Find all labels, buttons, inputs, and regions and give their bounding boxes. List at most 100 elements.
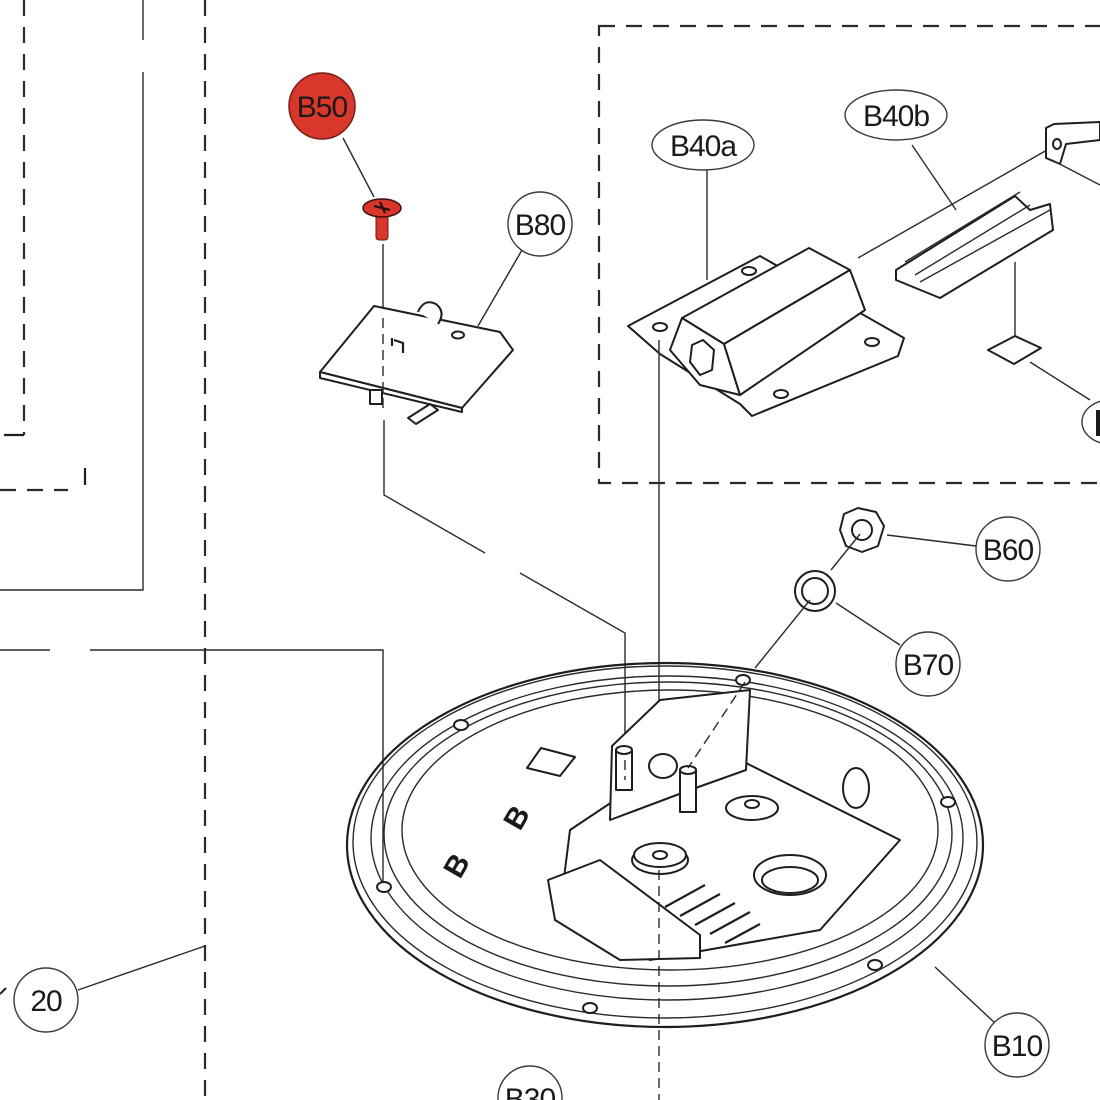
bracket-body (1045, 121, 1100, 165)
rail-groove-3 (919, 209, 1051, 283)
callout-b80-label: B80 (515, 209, 566, 242)
left-frame-group (0, 0, 384, 1100)
base-outer-rim (345, 661, 985, 1029)
callout-b40a[interactable]: B40a (651, 119, 755, 171)
bracket-edge (1051, 159, 1100, 186)
callout-b80[interactable]: B80 (507, 191, 573, 257)
plate-to-base-leader (383, 420, 486, 554)
latch-flange-hole-3 (864, 337, 880, 347)
rail-pad (987, 335, 1042, 365)
rail-groove-1 (904, 191, 1021, 263)
b70-leader (835, 602, 901, 646)
plate-lever (407, 403, 439, 425)
circuit-plate-part[interactable] (319, 301, 514, 425)
washer-part[interactable] (794, 570, 836, 612)
callout-b40a-label: B40a (670, 130, 737, 163)
latch-parts-dashed-box (597, 24, 1100, 485)
latch-hex-socket (689, 339, 715, 376)
vent-slot-3 (694, 902, 736, 926)
base-large-hole-inner (761, 866, 819, 894)
base-wall-block (609, 689, 751, 821)
post-left (615, 749, 633, 791)
post-right-top (679, 765, 697, 775)
callout-b80-bubble (507, 191, 573, 257)
vent-slot-2 (679, 893, 721, 917)
callout-b40b-bubble (844, 89, 948, 141)
callout-b70-label: B70 (903, 649, 954, 682)
leader-to-base-2 (90, 649, 384, 888)
latch-flange-hole-1 (652, 322, 668, 332)
bracket-hole (1052, 138, 1062, 150)
callout-b40b[interactable]: B40b (844, 89, 948, 141)
b40b-leader (911, 144, 957, 211)
callout-b70-bubble (895, 631, 961, 697)
ref-20-arrow-tail (0, 987, 7, 995)
base-rim-4 (383, 681, 953, 987)
latch-flange-hole-2 (741, 266, 757, 276)
washer-dashed-axis (687, 681, 746, 769)
vent-slot-5 (724, 923, 761, 944)
callout-b60[interactable]: B60 (975, 516, 1041, 582)
bracket-part[interactable] (1045, 121, 1100, 186)
boss-right-hole (744, 799, 760, 809)
base-side-hole (842, 767, 870, 809)
post-rear-hole (648, 753, 678, 779)
base-rim-2 (352, 665, 978, 1019)
washer-to-base-axis (754, 599, 811, 669)
base-label-plate (526, 747, 576, 777)
callout-b70[interactable]: B70 (895, 631, 961, 697)
callout-b60-label: B60 (983, 534, 1034, 567)
vent-slot-1 (664, 884, 706, 908)
rim-boss-4 (867, 959, 883, 971)
callout-b10-bubble (984, 1012, 1050, 1078)
callout-b10[interactable]: B10 (984, 1012, 1050, 1078)
callout-20[interactable]: 20 (13, 967, 79, 1033)
rim-boss-5 (376, 881, 392, 893)
b50-leader (342, 137, 375, 198)
plate-knob (417, 301, 443, 325)
hex-nut-hole (851, 519, 873, 541)
pad-leader (1029, 361, 1091, 401)
rail-body (895, 195, 1054, 299)
left-solid-frame-lower (0, 72, 144, 591)
screw-part[interactable] (362, 198, 402, 241)
b80-leader (477, 249, 523, 327)
callout-b50-bubble (288, 72, 356, 140)
callout-20-bubble (13, 967, 79, 1033)
plate-tab (369, 389, 383, 405)
post-right (679, 769, 697, 813)
plate-to-base-leader-2 (519, 572, 626, 760)
rim-boss-6 (582, 1002, 598, 1014)
rim-boss-2 (735, 674, 751, 686)
b60-leader (886, 534, 977, 547)
callout-b10-label: B10 (992, 1030, 1043, 1063)
callout-b50[interactable]: B50 (288, 72, 356, 140)
washer-inner (801, 577, 829, 605)
callout-b30-bubble (497, 1065, 563, 1100)
rim-boss-1 (453, 719, 469, 731)
callout-b30-label: B30 (505, 1083, 556, 1100)
screw-shank (375, 213, 389, 241)
callout-offscreen-bubble[interactable] (1081, 400, 1100, 444)
callout-b40a-bubble (651, 119, 755, 171)
rail-groove-2 (914, 204, 1031, 276)
plate-clip (390, 338, 405, 353)
base-inner-wall (401, 689, 939, 971)
ref-20-leader (77, 945, 206, 991)
plate-edge (319, 371, 463, 413)
latch-housing-part[interactable] (627, 247, 905, 417)
rim-boss-3 (940, 796, 956, 808)
post-left-top (615, 745, 633, 755)
base-housing-part[interactable]: B B (345, 661, 985, 1100)
hex-nut-part[interactable] (839, 507, 885, 553)
callout-b40b-label: B40b (863, 100, 929, 133)
latch-body-side (723, 269, 866, 396)
callout-b50-label: B50 (297, 91, 348, 124)
plate-hole (451, 330, 465, 340)
latch-rail-part[interactable] (895, 191, 1054, 365)
callout-b30[interactable]: B30 (497, 1065, 563, 1100)
b10-leader (934, 966, 997, 1025)
plate-top (319, 305, 514, 409)
boss-center-hole (652, 850, 668, 860)
